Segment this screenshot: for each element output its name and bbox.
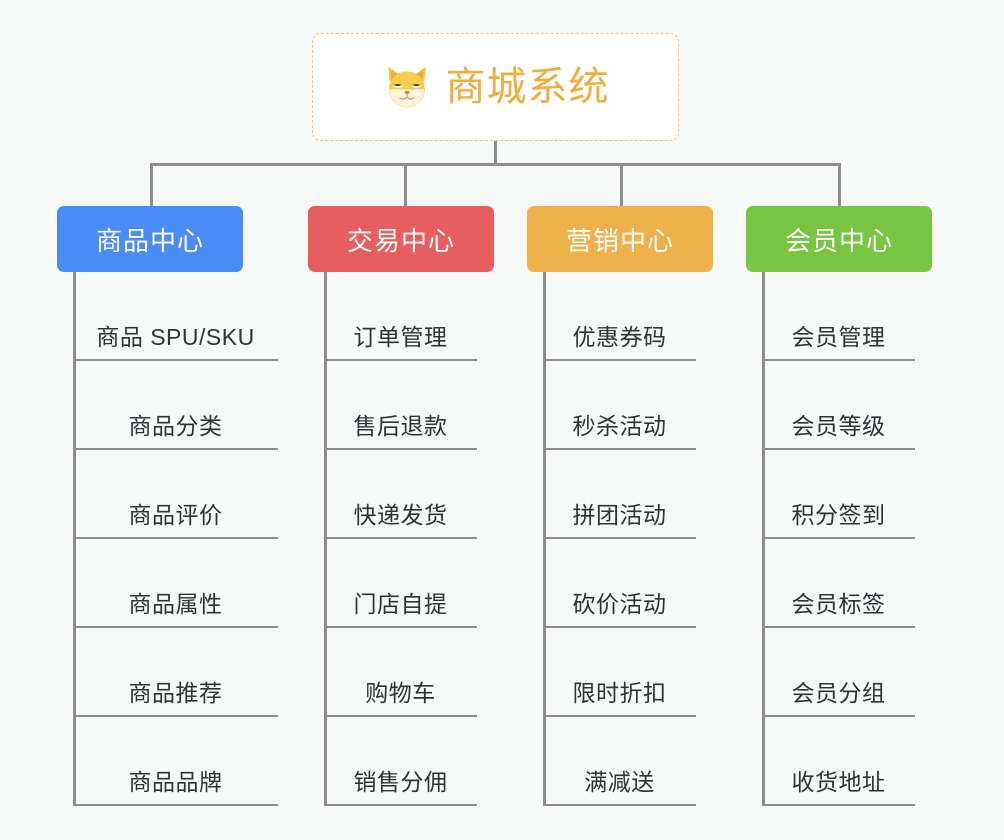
leaf-item-label: 售后退款 — [353, 413, 448, 439]
leaf-item-label: 商品分类 — [128, 413, 223, 439]
branch-member-center: 会员管理会员等级积分签到会员标签会员分组收货地址 — [762, 272, 915, 806]
leaf-item[interactable]: 积分签到 — [762, 450, 915, 539]
leaf-item[interactable]: 秒杀活动 — [543, 361, 696, 450]
connector-drop-product-center — [150, 163, 153, 208]
leaf-item-label: 商品 SPU/SKU — [96, 324, 255, 350]
category-box-product-center[interactable]: 商品中心 — [57, 206, 243, 272]
leaf-item-label: 积分签到 — [791, 502, 886, 528]
leaf-item[interactable]: 商品品牌 — [73, 717, 278, 806]
leaf-item-label: 拼团活动 — [572, 502, 667, 528]
leaf-item-label: 会员管理 — [791, 324, 886, 350]
leaf-item-label: 销售分佣 — [353, 769, 448, 795]
leaf-item-label: 会员等级 — [791, 413, 886, 439]
leaf-item-label: 订单管理 — [353, 324, 448, 350]
leaf-item[interactable]: 销售分佣 — [324, 717, 477, 806]
leaf-item[interactable]: 门店自提 — [324, 539, 477, 628]
connector-spine-member-center — [762, 272, 765, 806]
category-label-member-center: 会员中心 — [784, 225, 893, 256]
category-box-member-center[interactable]: 会员中心 — [746, 206, 932, 272]
connector-drop-trade-center — [404, 163, 407, 208]
leaf-item[interactable]: 收货地址 — [762, 717, 915, 806]
leaf-item[interactable]: 会员等级 — [762, 361, 915, 450]
connector-root-stem — [494, 141, 497, 165]
leaf-item[interactable]: 限时折扣 — [543, 628, 696, 717]
connector-drop-member-center — [838, 163, 841, 208]
leaf-item-label: 会员分组 — [791, 680, 886, 706]
branch-marketing-center: 优惠券码秒杀活动拼团活动砍价活动限时折扣满减送 — [543, 272, 696, 806]
leaf-item-label: 商品评价 — [128, 502, 223, 528]
category-label-trade-center: 交易中心 — [346, 225, 455, 256]
leaf-item[interactable]: 满减送 — [543, 717, 696, 806]
connector-spine-product-center — [73, 272, 76, 806]
leaf-item-label: 限时折扣 — [572, 680, 667, 706]
leaf-item[interactable]: 售后退款 — [324, 361, 477, 450]
branch-product-center: 商品 SPU/SKU 商品分类商品评价商品属性商品推荐商品品牌 — [73, 272, 278, 806]
leaf-item-label: 收货地址 — [791, 769, 886, 795]
leaf-item-label: 满减送 — [584, 769, 655, 795]
connector-spine-marketing-center — [543, 272, 546, 806]
leaf-item[interactable]: 商品推荐 — [73, 628, 278, 717]
leaf-item[interactable]: 快递发货 — [324, 450, 477, 539]
root-node-mall-system[interactable]: 商城系统 — [312, 33, 679, 141]
leaf-item-label: 砍价活动 — [572, 591, 667, 617]
leaf-item[interactable]: 拼团活动 — [543, 450, 696, 539]
leaf-item-label: 商品推荐 — [128, 680, 223, 706]
leaf-item-label: 优惠券码 — [572, 324, 667, 350]
leaf-item[interactable]: 会员分组 — [762, 628, 915, 717]
category-box-trade-center[interactable]: 交易中心 — [308, 206, 494, 272]
connector-horizontal-bus — [150, 163, 840, 166]
root-node-title: 商城系统 — [445, 65, 610, 109]
leaf-item-label: 购物车 — [365, 680, 436, 706]
leaf-item-label: 商品属性 — [128, 591, 223, 617]
leaf-item[interactable]: 商品评价 — [73, 450, 278, 539]
category-label-product-center: 商品中心 — [95, 225, 204, 256]
category-label-marketing-center: 营销中心 — [565, 225, 674, 256]
leaf-item-label: 门店自提 — [353, 591, 448, 617]
leaf-item[interactable]: 订单管理 — [324, 272, 477, 361]
connector-drop-marketing-center — [620, 163, 623, 208]
leaf-item-label: 秒杀活动 — [572, 413, 667, 439]
leaf-item[interactable]: 砍价活动 — [543, 539, 696, 628]
leaf-item[interactable]: 购物车 — [324, 628, 477, 717]
leaf-item[interactable]: 优惠券码 — [543, 272, 696, 361]
leaf-item[interactable]: 商品 SPU/SKU — [73, 272, 278, 361]
branch-trade-center: 订单管理售后退款快递发货门店自提购物车销售分佣 — [324, 272, 477, 806]
connector-spine-trade-center — [324, 272, 327, 806]
category-box-marketing-center[interactable]: 营销中心 — [527, 206, 713, 272]
leaf-item[interactable]: 商品属性 — [73, 539, 278, 628]
leaf-item-label: 快递发货 — [353, 502, 448, 528]
leaf-item[interactable]: 商品分类 — [73, 361, 278, 450]
shiba-dog-icon — [387, 66, 426, 108]
leaf-item-label: 会员标签 — [791, 591, 886, 617]
leaf-item[interactable]: 会员管理 — [762, 272, 915, 361]
leaf-item[interactable]: 会员标签 — [762, 539, 915, 628]
leaf-item-label: 商品品牌 — [128, 769, 223, 795]
